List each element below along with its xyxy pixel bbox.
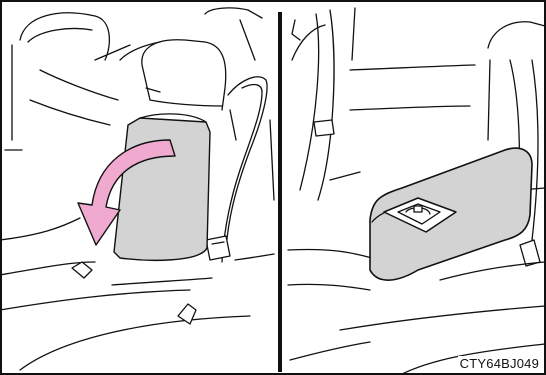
- figure-reference-code: CTY64BJ049: [458, 356, 540, 371]
- armrest-folded-panel: [114, 118, 210, 260]
- seatbelt-buckle-icon: [206, 236, 230, 260]
- panel-divider: [278, 12, 282, 372]
- seatbelt-buckle-icon: [314, 120, 334, 136]
